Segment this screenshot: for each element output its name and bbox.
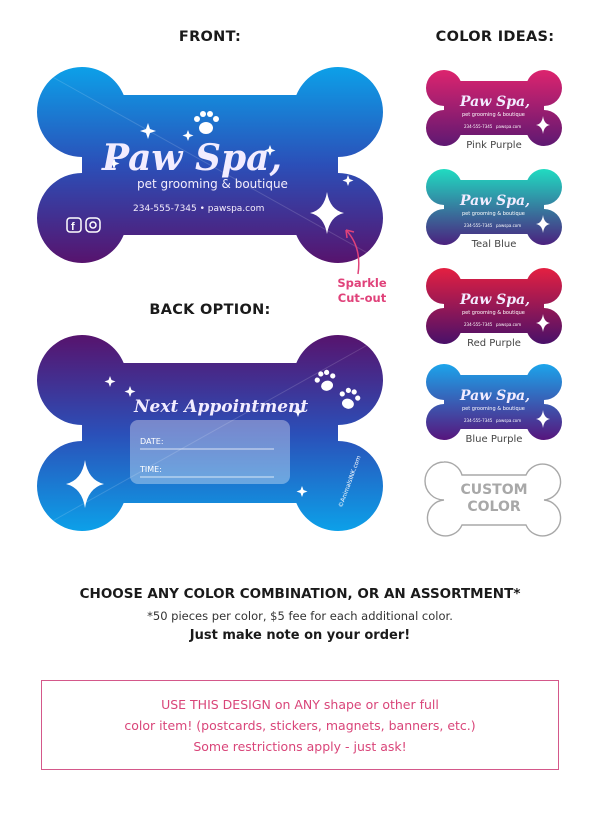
facebook-icon: f: [66, 217, 82, 233]
contact-line: 234-555-7345 • pawspa.com: [133, 204, 264, 214]
custom-line2: COLOR: [467, 499, 521, 515]
color-idea-red-purple: Paw Spa, pet grooming & boutique 234-555…: [424, 266, 564, 352]
color-idea-blue-purple: Paw Spa, pet grooming & boutique 234-555…: [424, 362, 564, 448]
mini-brand: Paw Spa,: [459, 292, 530, 308]
sparkle-callout: Sparkle Cut-out: [330, 276, 394, 306]
box-line1: USE THIS DESIGN on ANY shape or other fu…: [161, 697, 439, 712]
mini-phone: 234-555-7345: [464, 322, 493, 327]
color-name: Red Purple: [467, 338, 521, 349]
offer-footnote: *50 pieces per color, $5 fee for each ad…: [147, 609, 453, 623]
mini-site: pawspa.com: [496, 322, 521, 327]
mini-tagline: pet grooming & boutique: [462, 211, 525, 217]
design-note-box: USE THIS DESIGN on ANY shape or other fu…: [41, 680, 559, 770]
mini-phone: 234-555-7345: [464, 124, 493, 129]
front-heading: FRONT:: [178, 29, 242, 45]
callout-arrow: [345, 229, 360, 275]
mini-site: pawspa.com: [496, 418, 521, 423]
mini-brand: Paw Spa,: [459, 388, 530, 404]
custom-line1: CUSTOM: [460, 482, 528, 498]
box-line3: Some restrictions apply - just ask!: [193, 739, 407, 754]
mini-phone: 234-555-7345: [464, 418, 493, 423]
sparkle-cutout-icon: [66, 460, 104, 508]
time-label: TIME:: [139, 465, 162, 474]
offer-note: Just make note on your order!: [189, 628, 411, 643]
color-idea-teal-blue: Paw Spa, pet grooming & boutique 234-555…: [424, 167, 564, 253]
back-option-heading: BACK OPTION:: [149, 302, 271, 318]
mini-site: pawspa.com: [496, 124, 521, 129]
paw-icon: [314, 369, 336, 391]
mini-tagline: pet grooming & boutique: [462, 406, 525, 412]
color-name: Blue Purple: [465, 434, 523, 445]
callout-line1: Sparkle: [337, 276, 387, 290]
mini-tagline: pet grooming & boutique: [462, 112, 525, 118]
offer-headline: CHOOSE ANY COLOR COMBINATION, OR AN ASSO…: [79, 586, 521, 602]
tagline: pet grooming & boutique: [137, 177, 288, 191]
paw-icon: [339, 387, 361, 409]
mini-phone: 234-555-7345: [464, 223, 493, 228]
svg-text:f: f: [71, 221, 75, 233]
front-card: Paw Spa, pet grooming & boutique 234-555…: [30, 60, 390, 270]
mini-tagline: pet grooming & boutique: [462, 310, 525, 316]
box-line2: color item! (postcards, stickers, magnet…: [124, 718, 476, 733]
sparkle-cutout-icon: [310, 192, 344, 234]
color-name: Pink Purple: [466, 140, 522, 151]
custom-color-bone: CUSTOM COLOR: [424, 460, 564, 540]
date-label: DATE:: [140, 437, 164, 446]
color-idea-pink-purple: Paw Spa, pet grooming & boutique 234-555…: [424, 68, 564, 154]
color-name: Teal Blue: [471, 239, 517, 250]
brand-logo: Paw Spa,: [101, 137, 282, 179]
next-appointment-title: Next Appointment: [133, 397, 308, 417]
mini-brand: Paw Spa,: [459, 193, 530, 209]
callout-line2: Cut-out: [337, 291, 387, 305]
paw-icon: [194, 111, 219, 134]
mini-brand: Paw Spa,: [459, 94, 530, 110]
instagram-icon: [85, 217, 101, 233]
appointment-box: [130, 420, 290, 484]
color-ideas-heading: COLOR IDEAS:: [435, 29, 555, 45]
mini-site: pawspa.com: [496, 223, 521, 228]
back-card: Next Appointment DATE: TIME: ©AnimalsINK…: [30, 328, 390, 538]
